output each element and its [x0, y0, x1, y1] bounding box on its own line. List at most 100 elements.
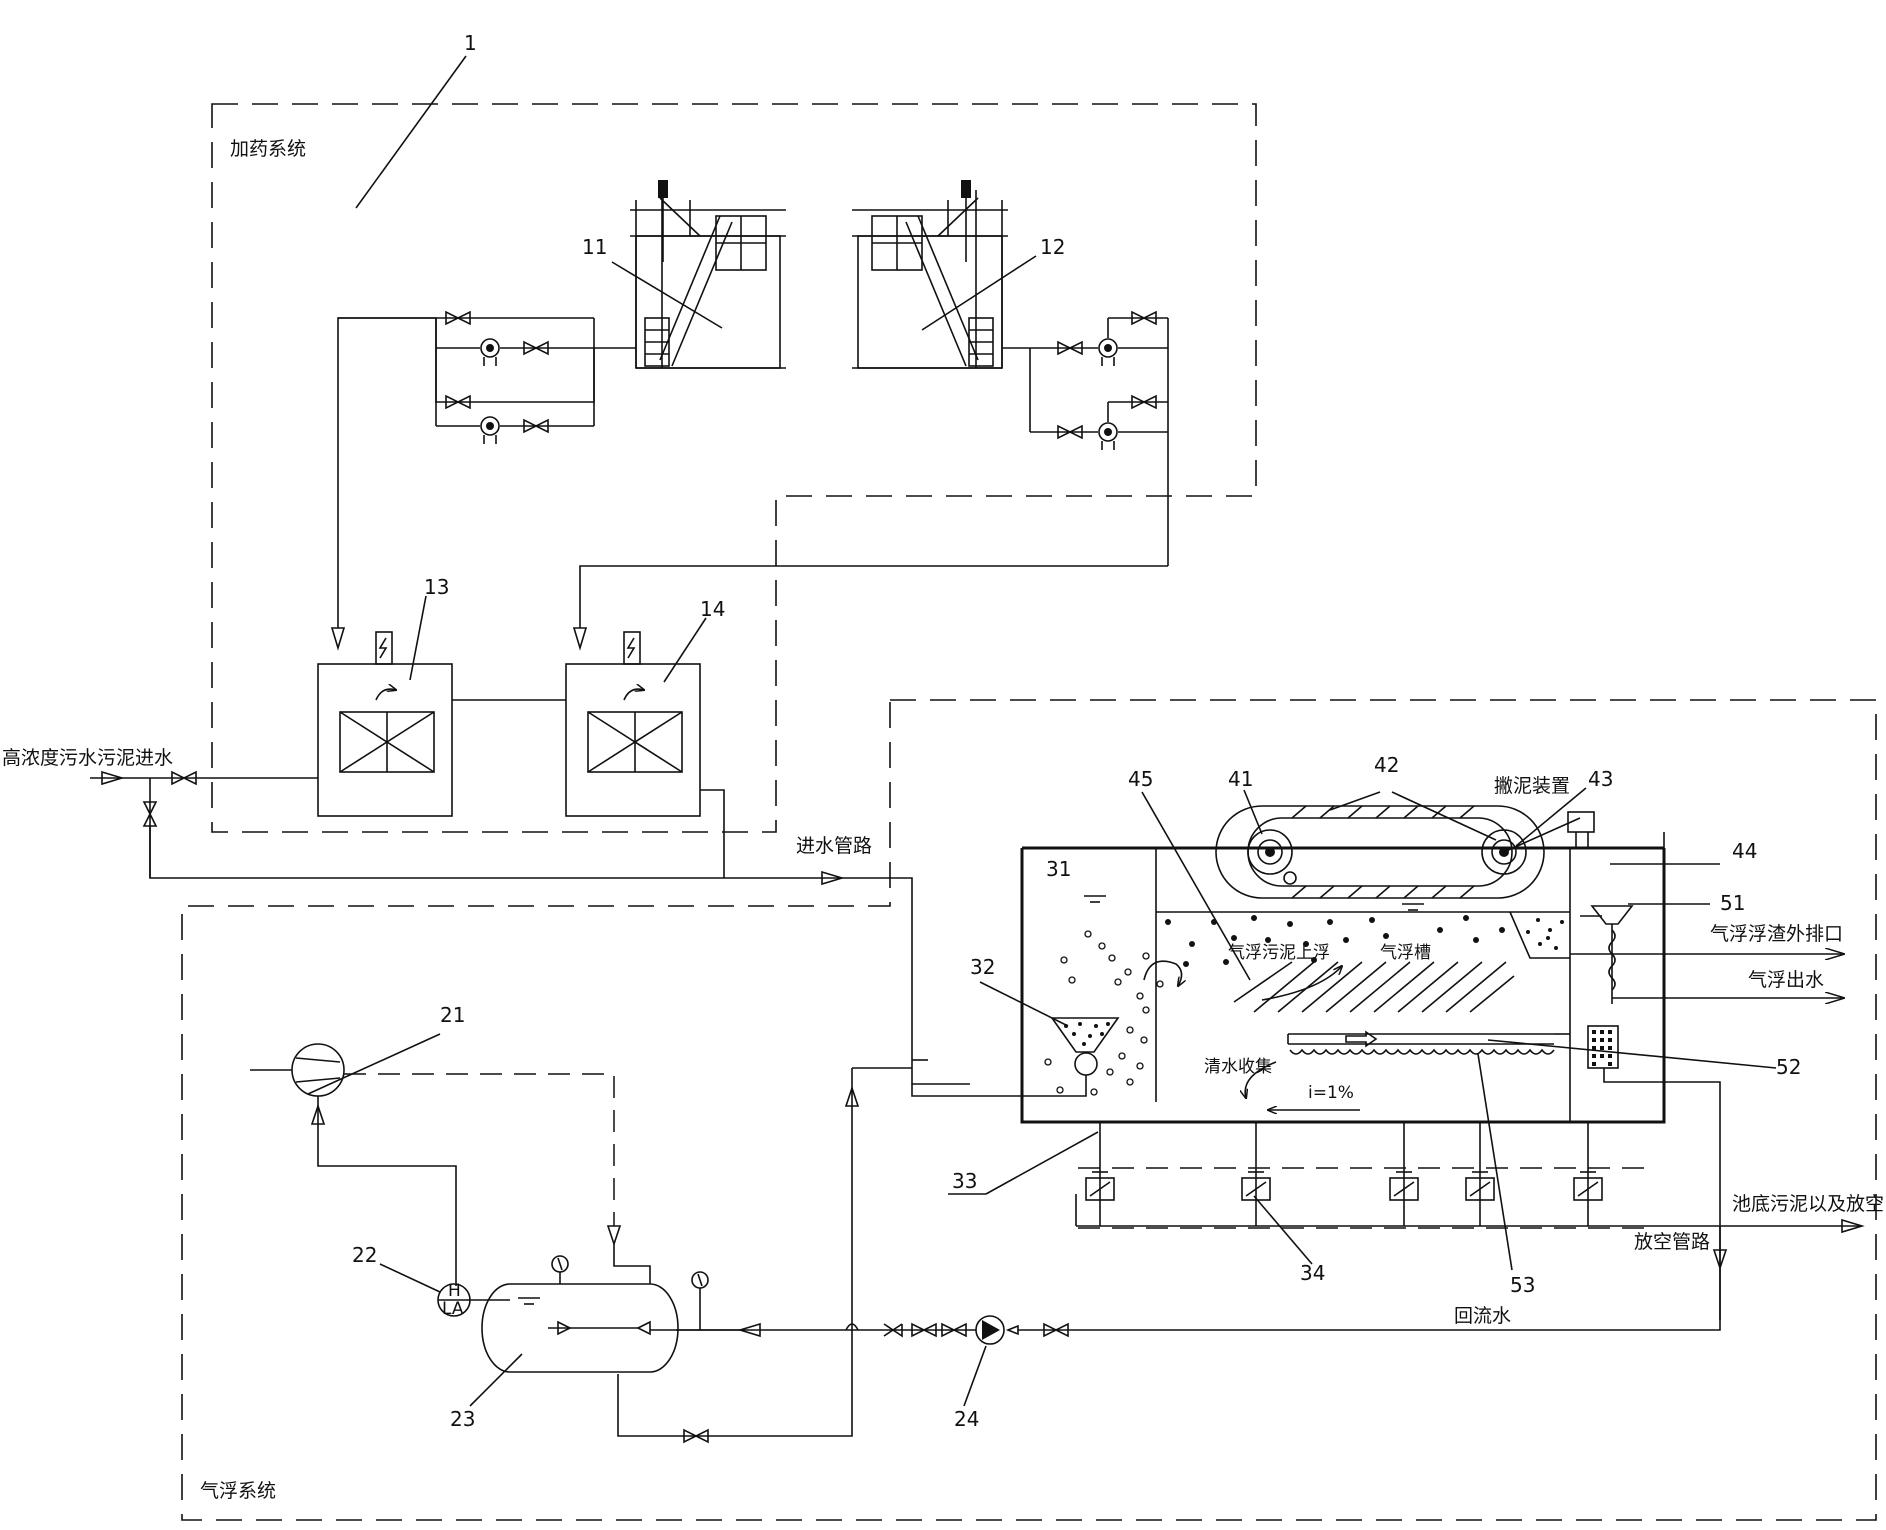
- leader-24: [963, 1345, 987, 1407]
- label-45: 45: [1128, 767, 1153, 791]
- arrow-up-icon: [310, 1103, 326, 1125]
- slope-label: i=1%: [1308, 1083, 1354, 1103]
- label-33: 33: [952, 1169, 977, 1193]
- label-52: 52: [1776, 1055, 1801, 1079]
- collector-outlet-pipe: [1603, 1068, 1721, 1320]
- check-valve-icon: [883, 1323, 903, 1338]
- leader-41: [1243, 789, 1263, 835]
- valve-icon: [941, 1322, 967, 1338]
- valve-icon: [523, 340, 549, 356]
- label-13: 13: [424, 575, 449, 599]
- drain-valve-icon: [1085, 1171, 1115, 1201]
- flotation-system-label: 气浮系统: [200, 1480, 276, 1502]
- bottom-sludge-label: 池底污泥以及放空: [1732, 1193, 1884, 1215]
- leader-42a: [1329, 791, 1381, 811]
- recirculation-pump-24: [975, 1315, 1005, 1345]
- label-44: 44: [1732, 839, 1757, 863]
- valve-icon: [1131, 310, 1157, 326]
- dosing-pump-icon: [1098, 338, 1118, 366]
- flotation-tank: [1020, 832, 1666, 1124]
- dosing-tank-12: [852, 180, 1008, 369]
- dosing-system-label: 加药系统: [230, 138, 306, 160]
- drain-pipe-label: 放空管路: [1634, 1231, 1710, 1253]
- leader-23: [469, 1353, 523, 1407]
- leader-45: [1141, 791, 1251, 981]
- drain-valve-icon: [1241, 1171, 1271, 1201]
- leader-11: [611, 261, 723, 329]
- drain-valve-icon: [1465, 1171, 1495, 1201]
- air-supply-pipe: [317, 1096, 457, 1286]
- pressure-saturator-23: [481, 1255, 740, 1373]
- air-into-saturator: [613, 1244, 651, 1284]
- flow-arrow-icon: [821, 870, 845, 886]
- arrow-up-icon: [844, 1085, 860, 1107]
- label-1: 1: [464, 31, 477, 55]
- inlet-valve-icon: [171, 770, 197, 786]
- dosing-piping-left: [337, 317, 636, 628]
- dosing-pump-icon: [1098, 422, 1118, 450]
- valve-icon: [1131, 394, 1157, 410]
- bypass-pipe: [149, 826, 970, 1085]
- label-42: 42: [1374, 753, 1399, 777]
- tank14-outlet-pipe: [700, 789, 725, 878]
- valve-icon: [523, 418, 549, 434]
- label-32: 32: [970, 955, 995, 979]
- drain-valve-icon: [1573, 1171, 1603, 1201]
- leader-12: [921, 255, 1037, 331]
- dosing-pump-icon: [480, 416, 500, 444]
- leader-22: [379, 1263, 441, 1293]
- circulation-arrow-icon: [1143, 960, 1182, 986]
- leader-21: [307, 1033, 441, 1095]
- sludge-float-arrow: [1261, 966, 1342, 1001]
- float-tank-label: 气浮槽: [1380, 943, 1431, 963]
- check-valve-icon: [1005, 1324, 1019, 1336]
- scum-outlet-label: 气浮浮渣外排口: [1710, 923, 1843, 945]
- float-effluent-label: 气浮出水: [1748, 969, 1824, 991]
- flow-arrow-icon: [1841, 1218, 1865, 1234]
- leader-42b: [1391, 791, 1497, 841]
- leader-1: [355, 55, 467, 209]
- mixing-tank-13: [317, 631, 453, 817]
- svg-text:H: H: [448, 1281, 461, 1301]
- valve-icon: [1043, 1322, 1069, 1338]
- drain-boundary: [1078, 1167, 1646, 1229]
- drain-valve-icon: [1389, 1171, 1419, 1201]
- inlet-label: 高浓度污水污泥进水: [2, 747, 173, 769]
- flow-arrow-icon: [101, 770, 125, 786]
- dosing-piping-right: [579, 317, 1169, 628]
- label-51: 51: [1720, 891, 1745, 915]
- label-34: 34: [1300, 1261, 1325, 1285]
- scraper-device-label: 撇泥装置: [1494, 775, 1570, 797]
- valve-icon: [1057, 424, 1083, 440]
- sludge-particles: [1165, 915, 1505, 967]
- valve-icon: [683, 1428, 709, 1444]
- bypass-valve-icon: [142, 801, 158, 827]
- inlet-pipe-label: 进水管路: [796, 835, 872, 857]
- air-signal-dashed: [344, 1073, 615, 1226]
- mixing-tank-14: [565, 631, 701, 817]
- sludge-float-label: 气浮污泥上浮: [1228, 943, 1330, 963]
- scum-trough-51: [1509, 905, 1634, 1004]
- scraper-device: [1215, 805, 1595, 899]
- label-24: 24: [954, 1407, 979, 1431]
- clear-water-arrow: [1245, 1061, 1277, 1098]
- leader-32: [979, 981, 1069, 1027]
- label-43: 43: [1588, 767, 1613, 791]
- clear-water-label: 清水收集: [1204, 1057, 1272, 1077]
- label-31: 31: [1046, 857, 1071, 881]
- arrow-down-icon: [606, 1225, 622, 1247]
- leader-43: [1515, 787, 1587, 847]
- valve-icon: [445, 394, 471, 410]
- valve-icon: [911, 1322, 937, 1338]
- drain-valves: [1075, 1122, 1720, 1227]
- flotation-system-boundary: [181, 699, 1877, 1521]
- valve-icon: [445, 310, 471, 326]
- hatch-region-45: [1233, 961, 1515, 1013]
- leader-53: [1477, 1053, 1513, 1271]
- label-21: 21: [440, 1003, 465, 1027]
- label-12: 12: [1040, 235, 1065, 259]
- dosing-tank-11: [630, 180, 786, 369]
- level-controller-22: H LA: [437, 1281, 510, 1319]
- bubbles-31: [1044, 930, 1164, 1096]
